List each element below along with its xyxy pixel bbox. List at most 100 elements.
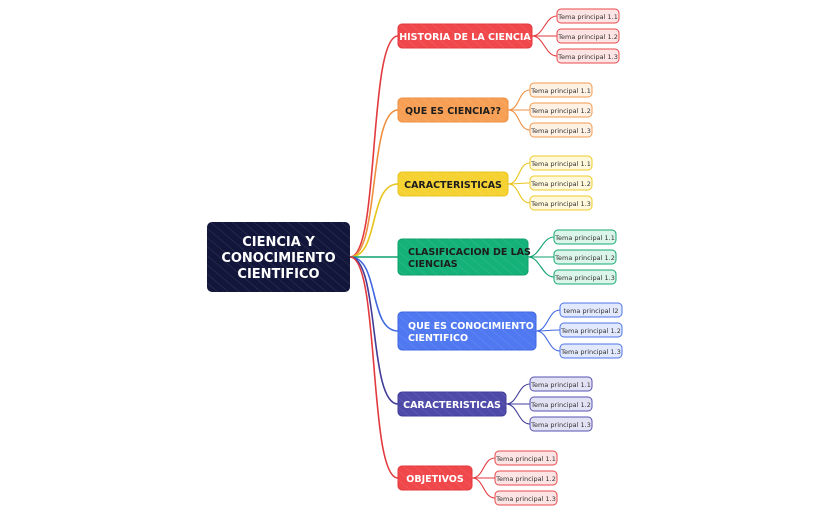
subtopic[interactable]: Tema principal 1.2: [556, 28, 620, 44]
branch-topic-label: OBJETIVOS: [406, 474, 464, 485]
subtopic[interactable]: Tema principal 1.1: [556, 8, 620, 24]
subtopic-connector: [527, 256, 555, 278]
subtopic-label: Tema principal 1.2: [560, 327, 621, 335]
subtopic-label: Tema principal 1.3: [530, 127, 591, 135]
subtopic-box: [529, 175, 593, 191]
subtopic-label: Tema principal 1.3: [530, 421, 591, 429]
subtopic-connector: [507, 109, 531, 131]
branch-connector: [349, 256, 399, 332]
subtopic[interactable]: Tema principal 1.3: [559, 343, 623, 359]
subtopic-box: [529, 102, 593, 118]
subtopic-box: [494, 450, 558, 466]
subtopic-label: Tema principal 1.1: [557, 13, 618, 21]
branch-topic[interactable]: QUE ES CIENCIA??: [397, 97, 509, 123]
branch-topic-label: CARACTERISTICAS: [403, 400, 501, 411]
subtopic[interactable]: Tema principal 1.1: [553, 229, 617, 245]
subtopic[interactable]: Tema principal 1.2: [553, 249, 617, 265]
branch-topic-label: HISTORIA DE LA CIENCIA: [399, 32, 531, 43]
branch-topic[interactable]: OBJETIVOS: [397, 465, 473, 491]
branch-topic-label: CLASIFICACION DE LAS: [408, 247, 531, 258]
subtopic-box: [559, 302, 623, 318]
subtopic-connector: [535, 309, 561, 332]
subtopic-box: [529, 396, 593, 412]
subtopic[interactable]: Tema principal 1.3: [529, 195, 593, 211]
branch-connector: [349, 35, 399, 258]
subtopic-label: Tema principal 1.1: [530, 87, 591, 95]
subtopic[interactable]: Tema principal 1.3: [494, 490, 558, 506]
branch-topic[interactable]: HISTORIA DE LA CIENCIA: [397, 23, 533, 49]
subtopic-connector: [507, 89, 531, 111]
subtopic[interactable]: Tema principal 1.1: [494, 450, 558, 466]
branch-topic[interactable]: CARACTERISTICAS: [397, 171, 509, 197]
subtopic-connector: [531, 35, 558, 57]
subtopic-label: Tema principal 1.2: [530, 107, 591, 115]
branch-connector: [349, 183, 399, 258]
subtopic[interactable]: Tema principal 1.3: [556, 48, 620, 64]
subtopic-label: Tema principal 1.3: [495, 495, 556, 503]
subtopic-connector: [505, 383, 531, 405]
subtopic-label: Tema principal 1.2: [530, 401, 591, 409]
subtopic-box: [553, 249, 617, 265]
subtopic-box: [553, 269, 617, 285]
subtopic-box: [556, 48, 620, 64]
subtopic-box: [556, 28, 620, 44]
subtopic[interactable]: Tema principal 1.1: [529, 376, 593, 392]
subtopic-box: [529, 122, 593, 138]
subtopic-label: Tema principal 1.1: [554, 234, 615, 242]
subtopic[interactable]: Tema principal 1.3: [529, 122, 593, 138]
subtopic-box: [529, 376, 593, 392]
branch-topic-label: CARACTERISTICAS: [404, 180, 502, 191]
subtopic[interactable]: Tema principal 1.1: [529, 155, 593, 171]
subtopic-connector: [471, 457, 496, 479]
subtopic-connector: [505, 403, 531, 425]
branch-topic-label: QUE ES CONOCIMIENTO: [408, 321, 534, 332]
subtopic-label: Tema principal 1.1: [495, 455, 556, 463]
subtopic-label: Tema principal 1.2: [530, 180, 591, 188]
subtopic[interactable]: Tema principal 1.3: [529, 416, 593, 432]
subtopic[interactable]: Tema principal 1.3: [553, 269, 617, 285]
central-topic-line: CONOCIMIENTO: [221, 251, 335, 266]
subtopic-label: Tema principal 1.3: [554, 274, 615, 282]
subtopic-box: [559, 343, 623, 359]
branch-topic-texture: [398, 24, 532, 48]
subtopic-label: tema principal l2: [564, 307, 619, 315]
subtopic-box: [529, 155, 593, 171]
subtopic-label: Tema principal 1.1: [530, 381, 591, 389]
subtopic[interactable]: Tema principal 1.2: [529, 175, 593, 191]
branch-topic-texture: [398, 466, 472, 490]
subtopic[interactable]: Tema principal 1.2: [494, 470, 558, 486]
subtopic-connector: [507, 162, 531, 185]
subtopic-box: [494, 470, 558, 486]
subtopic-label: Tema principal 1.2: [495, 475, 556, 483]
central-topic-texture: [207, 222, 350, 292]
subtopic[interactable]: Tema principal 1.2: [529, 396, 593, 412]
subtopic-box: [559, 322, 623, 338]
subtopic-box: [529, 195, 593, 211]
branch-connector: [349, 256, 399, 405]
branch-topic-texture: [398, 392, 506, 416]
branch-topic-texture: [398, 239, 528, 275]
branch-connector: [349, 256, 399, 479]
branch-connector: [349, 109, 399, 258]
branch-topic-texture: [398, 172, 508, 196]
subtopic[interactable]: Tema principal 1.2: [529, 102, 593, 118]
subtopic[interactable]: Tema principal 1.2: [559, 322, 623, 338]
branch-topic-label: CIENTIFICO: [408, 333, 468, 344]
subtopic[interactable]: Tema principal 1.1: [529, 82, 593, 98]
subtopic-label: Tema principal 1.1: [530, 160, 591, 168]
subtopic[interactable]: tema principal l2: [559, 302, 623, 318]
subtopic-label: Tema principal 1.3: [530, 200, 591, 208]
subtopic-connector: [535, 330, 561, 352]
branch-topic-label: CIENCIAS: [408, 259, 458, 270]
subtopic-box: [553, 229, 617, 245]
branch-topic-texture: [398, 312, 536, 350]
branch-topic[interactable]: CARACTERISTICAS: [397, 391, 507, 417]
branch-topic-texture: [398, 98, 508, 122]
subtopic-connector: [531, 15, 558, 37]
subtopic-label: Tema principal 1.2: [557, 33, 618, 41]
central-topic-line: CIENTIFICO: [237, 267, 319, 282]
